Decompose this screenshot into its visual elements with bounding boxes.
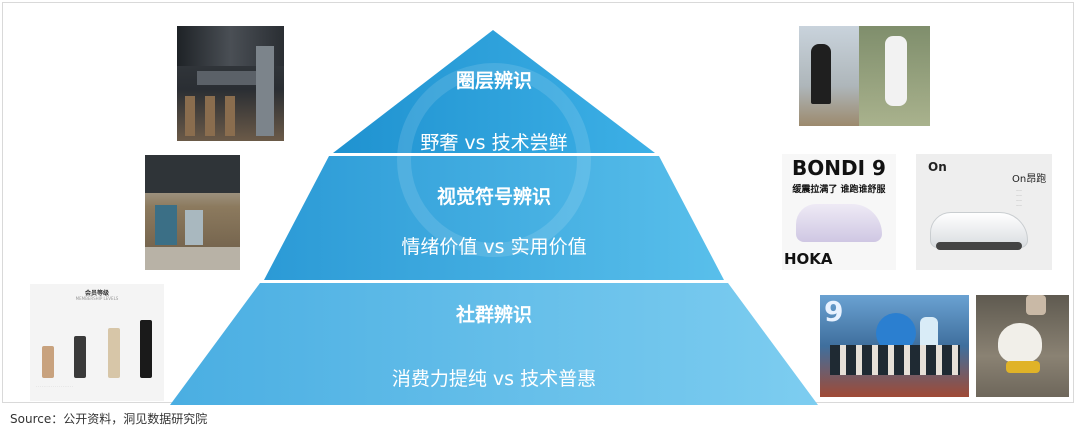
pyramid-tier-top [333, 30, 655, 153]
on-badge: On昂跑 [1012, 174, 1047, 185]
source-note: Source：公开资料，洞见数据研究院 [10, 412, 208, 426]
tier-bottom-title: 社群辨识 [455, 304, 532, 326]
membership-level-card-2 [74, 336, 86, 378]
membership-title: 会员等级 [84, 290, 109, 297]
tier-top-subtitle: 野奢 vs 技术尝鲜 [420, 132, 568, 154]
membership-tiers-card: 会员等级 MEMBERSHIP LEVELS · · · · · · · · ·… [30, 284, 164, 401]
on-cloud-shoe-ad: On On昂跑 ———————— [916, 154, 1052, 270]
membership-level-card-1 [42, 346, 54, 378]
tier-top-title: 圈层辨识 [455, 70, 532, 92]
membership-level-card-3 [108, 328, 120, 378]
event-badge: 9 [824, 295, 844, 328]
pyramid-tier-bottom [170, 283, 818, 405]
hoka-slogan: 缓震拉满了 谁跑谁舒服 [792, 185, 886, 195]
on-logo: On [928, 160, 947, 174]
tier-middle-subtitle: 情绪价值 vs 实用价值 [401, 236, 587, 258]
photo-lifestyle-runners [799, 26, 930, 126]
hoka-model-name: BONDI 9 [792, 156, 886, 180]
hoka-shoe-image [796, 204, 882, 242]
pyramid-tier-middle [264, 156, 724, 280]
photo-running-community-event: 9 [820, 295, 969, 397]
photo-store-interior [145, 155, 240, 270]
membership-level-card-4 [140, 320, 152, 378]
hoka-bondi9-ad: BONDI 9 缓震拉满了 谁跑谁舒服 HOKA [782, 154, 896, 270]
tier-middle-title: 视觉符号辨识 [436, 186, 551, 208]
photo-dog-with-shoes [976, 295, 1069, 397]
tier-bottom-subtitle: 消费力提纯 vs 技术普惠 [391, 368, 597, 390]
photo-restaurant-interior [177, 26, 284, 141]
hoka-brand-logo: HOKA [784, 250, 833, 268]
